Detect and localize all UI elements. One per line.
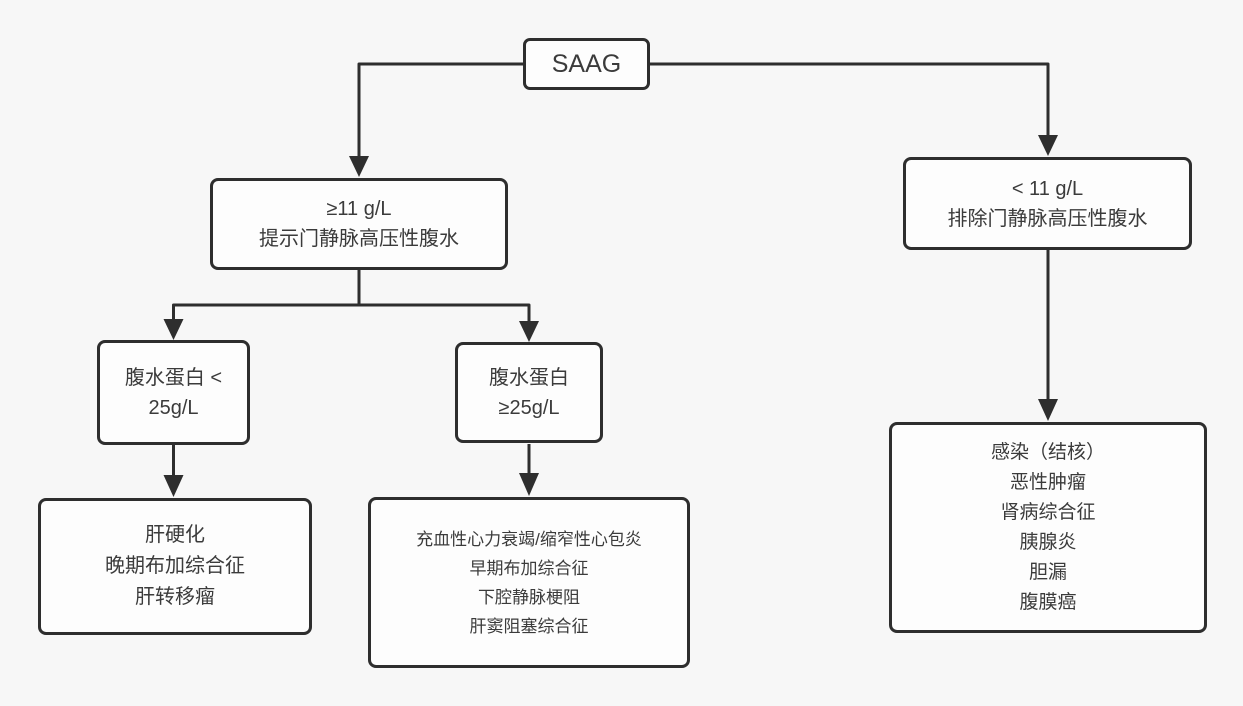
node-low-protein-line-2: 25g/L [148,396,199,419]
edge-high-protein-to-causes [519,444,539,496]
node-low-protein-line-1: 腹水蛋白 < [124,366,223,389]
node-saag: SAAG [523,38,650,90]
edge-high-saag-split [163,270,539,342]
cause-line: 胰腺炎 [1019,531,1077,553]
node-high-saag-line-1: ≥11 g/L [326,198,392,220]
node-low-saag-line-2: 排除门静脉高压性腹水 [947,207,1148,230]
cause-line: 肾病综合征 [1000,501,1096,523]
cause-line: 充血性心力衰竭/缩窄性心包炎 [416,529,642,549]
node-non-portal-causes: 感染（结核） 恶性肿瘤 肾病综合征 胰腺炎 胆漏 腹膜癌 [889,422,1207,633]
cause-line: 胆漏 [1028,561,1067,583]
arrow-down-icon [349,156,369,177]
node-low-protein: 腹水蛋白 < 25g/L [97,340,250,445]
arrow-down-icon [163,475,184,497]
cause-line: 腹膜癌 [1019,591,1077,613]
node-low-saag: < 11 g/L 排除门静脉高压性腹水 [903,157,1192,250]
arrow-down-icon [1038,135,1058,156]
edge-saag-to-high-saag [349,62,523,177]
node-high-protein: 腹水蛋白 ≥25g/L [455,342,603,443]
cause-line: 肝窦阻塞综合征 [469,616,589,636]
node-portal-high-protein-causes: 充血性心力衰竭/缩窄性心包炎 早期布加综合征 下腔静脉梗阻 肝窦阻塞综合征 [368,497,690,668]
cause-line: 肝硬化 [145,524,205,546]
arrow-down-icon [519,321,539,342]
node-low-saag-line-1: < 11 g/L [1011,177,1084,200]
edge-low-protein-to-causes [163,445,184,497]
edge-low-saag-to-causes [1038,250,1058,421]
cause-line: 感染（结核） [990,441,1105,463]
cause-line: 早期布加综合征 [469,558,589,578]
edge-saag-to-low-saag [650,62,1058,156]
node-portal-low-protein-causes: 肝硬化 晚期布加综合征 肝转移瘤 [38,498,312,635]
arrow-down-icon [1038,399,1058,421]
node-high-protein-line-2: ≥25g/L [498,396,560,419]
node-high-saag: ≥11 g/L 提示门静脉高压性腹水 [210,178,508,270]
node-high-protein-line-1: 腹水蛋白 [489,366,569,389]
cause-line: 下腔静脉梗阻 [478,587,580,607]
arrow-down-icon [163,319,184,340]
node-saag-label: SAAG [551,49,622,78]
cause-line: 恶性肿瘤 [1009,471,1086,493]
cause-line: 肝转移瘤 [135,586,215,608]
arrow-down-icon [519,473,539,496]
cause-line: 晚期布加综合征 [105,555,245,577]
node-high-saag-line-2: 提示门静脉高压性腹水 [259,228,459,250]
